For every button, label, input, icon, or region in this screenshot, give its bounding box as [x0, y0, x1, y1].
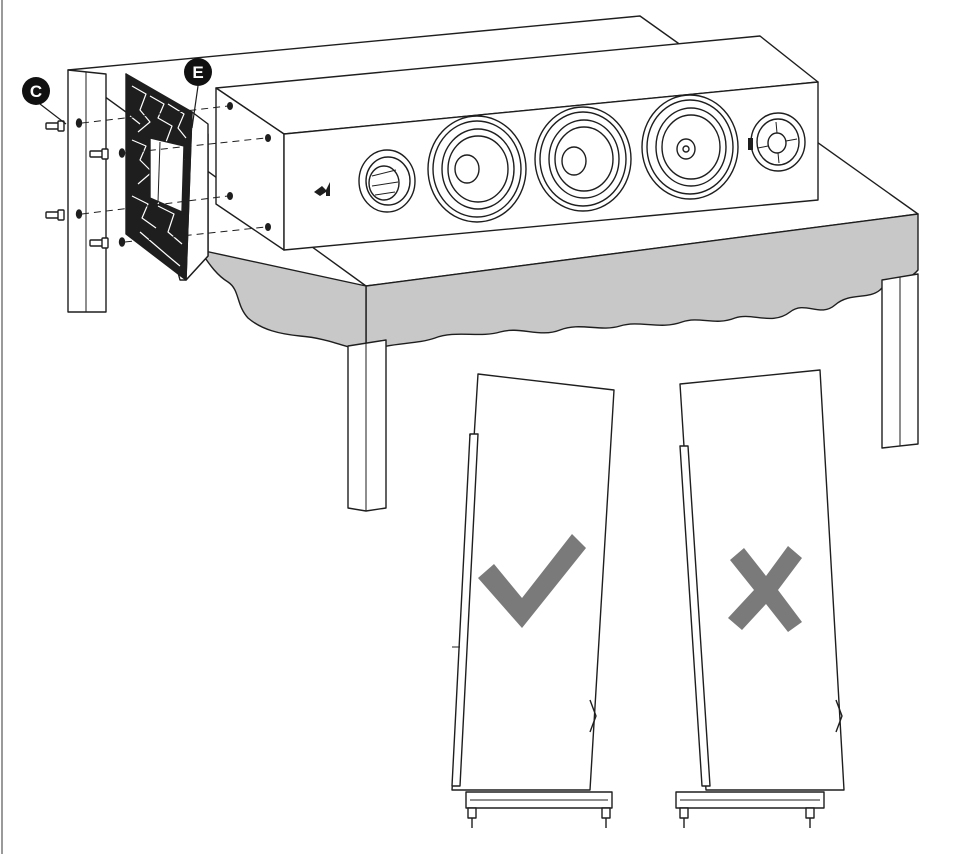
- center-speaker: [215, 35, 819, 251]
- woofer-3: [641, 94, 739, 200]
- floor-speaker-incorrect-side: [679, 445, 711, 787]
- cross-icon: [728, 546, 802, 632]
- callout-c: C: [22, 77, 67, 125]
- checkmark-icon: [478, 534, 586, 628]
- screw-4: [89, 237, 126, 249]
- tablecloth-front: [365, 213, 919, 353]
- speaker-mounting-holes: [227, 102, 271, 231]
- brand-logo-icon: [314, 182, 330, 196]
- tablecloth-side: [199, 249, 367, 353]
- screws: [45, 118, 126, 249]
- bracket-opening: [149, 137, 185, 213]
- screw-2: [89, 148, 126, 160]
- mounting-bracket: [125, 73, 209, 281]
- callout-e: E: [184, 58, 212, 129]
- table-leg-front: [347, 339, 387, 512]
- tweeter-badge: [748, 138, 753, 150]
- bass-port: [358, 149, 416, 213]
- floor-speaker-incorrect-spikes: [679, 807, 815, 828]
- floor-speaker-correct: [451, 373, 615, 828]
- table-leg-left-front: [67, 69, 107, 313]
- woofer-2: [534, 106, 632, 212]
- tweeter: [750, 112, 806, 172]
- floor-speaker-correct-spikes: [467, 807, 611, 828]
- callout-e-label: E: [192, 63, 203, 82]
- woofer-1: [427, 115, 527, 223]
- callout-c-label: C: [30, 82, 42, 101]
- alignment-guides: [81, 105, 267, 243]
- floor-speaker-correct-side: [451, 433, 479, 787]
- screw-1: [45, 118, 83, 132]
- screw-3: [45, 209, 83, 221]
